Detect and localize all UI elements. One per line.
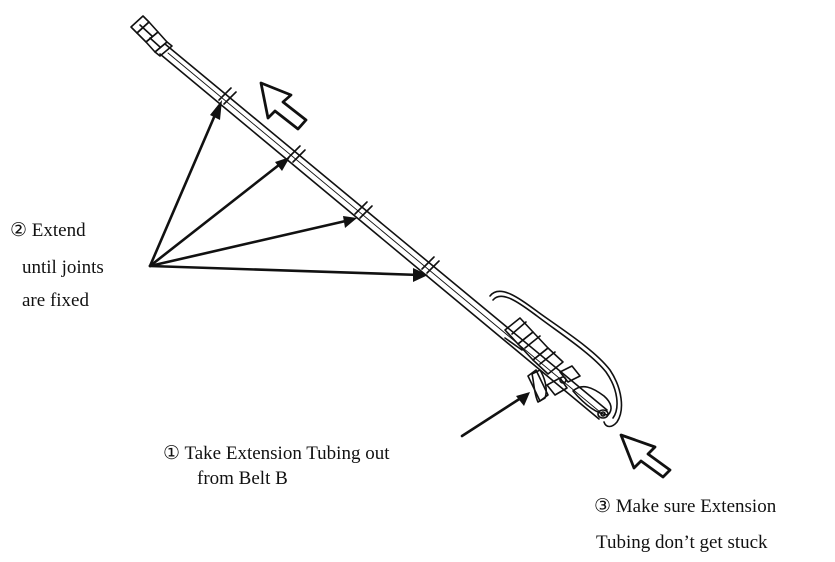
step1-label-line1: ① Take Extension Tubing out	[163, 443, 390, 464]
pointer-arrowheads	[210, 100, 530, 406]
step3-label-line2: Tubing don’t get stuck	[596, 532, 768, 553]
telescopic-tube	[159, 43, 608, 420]
hollow-arrows	[259, 81, 672, 479]
extend-direction-arrow-icon	[259, 81, 308, 131]
end-connector	[130, 15, 173, 57]
push-direction-arrow-icon	[619, 433, 672, 479]
step3-label-line1: ③ Make sure Extension	[594, 496, 777, 517]
step2-label-line1: ② Extend	[10, 220, 86, 241]
tube-joints	[218, 87, 440, 274]
step1-label-line2: from Belt B	[197, 468, 288, 489]
step2-label-line3: are fixed	[22, 290, 89, 311]
pointer-lines	[148, 106, 526, 438]
cuff-assembly	[489, 290, 623, 428]
step2-label-line2: until joints	[22, 257, 104, 278]
